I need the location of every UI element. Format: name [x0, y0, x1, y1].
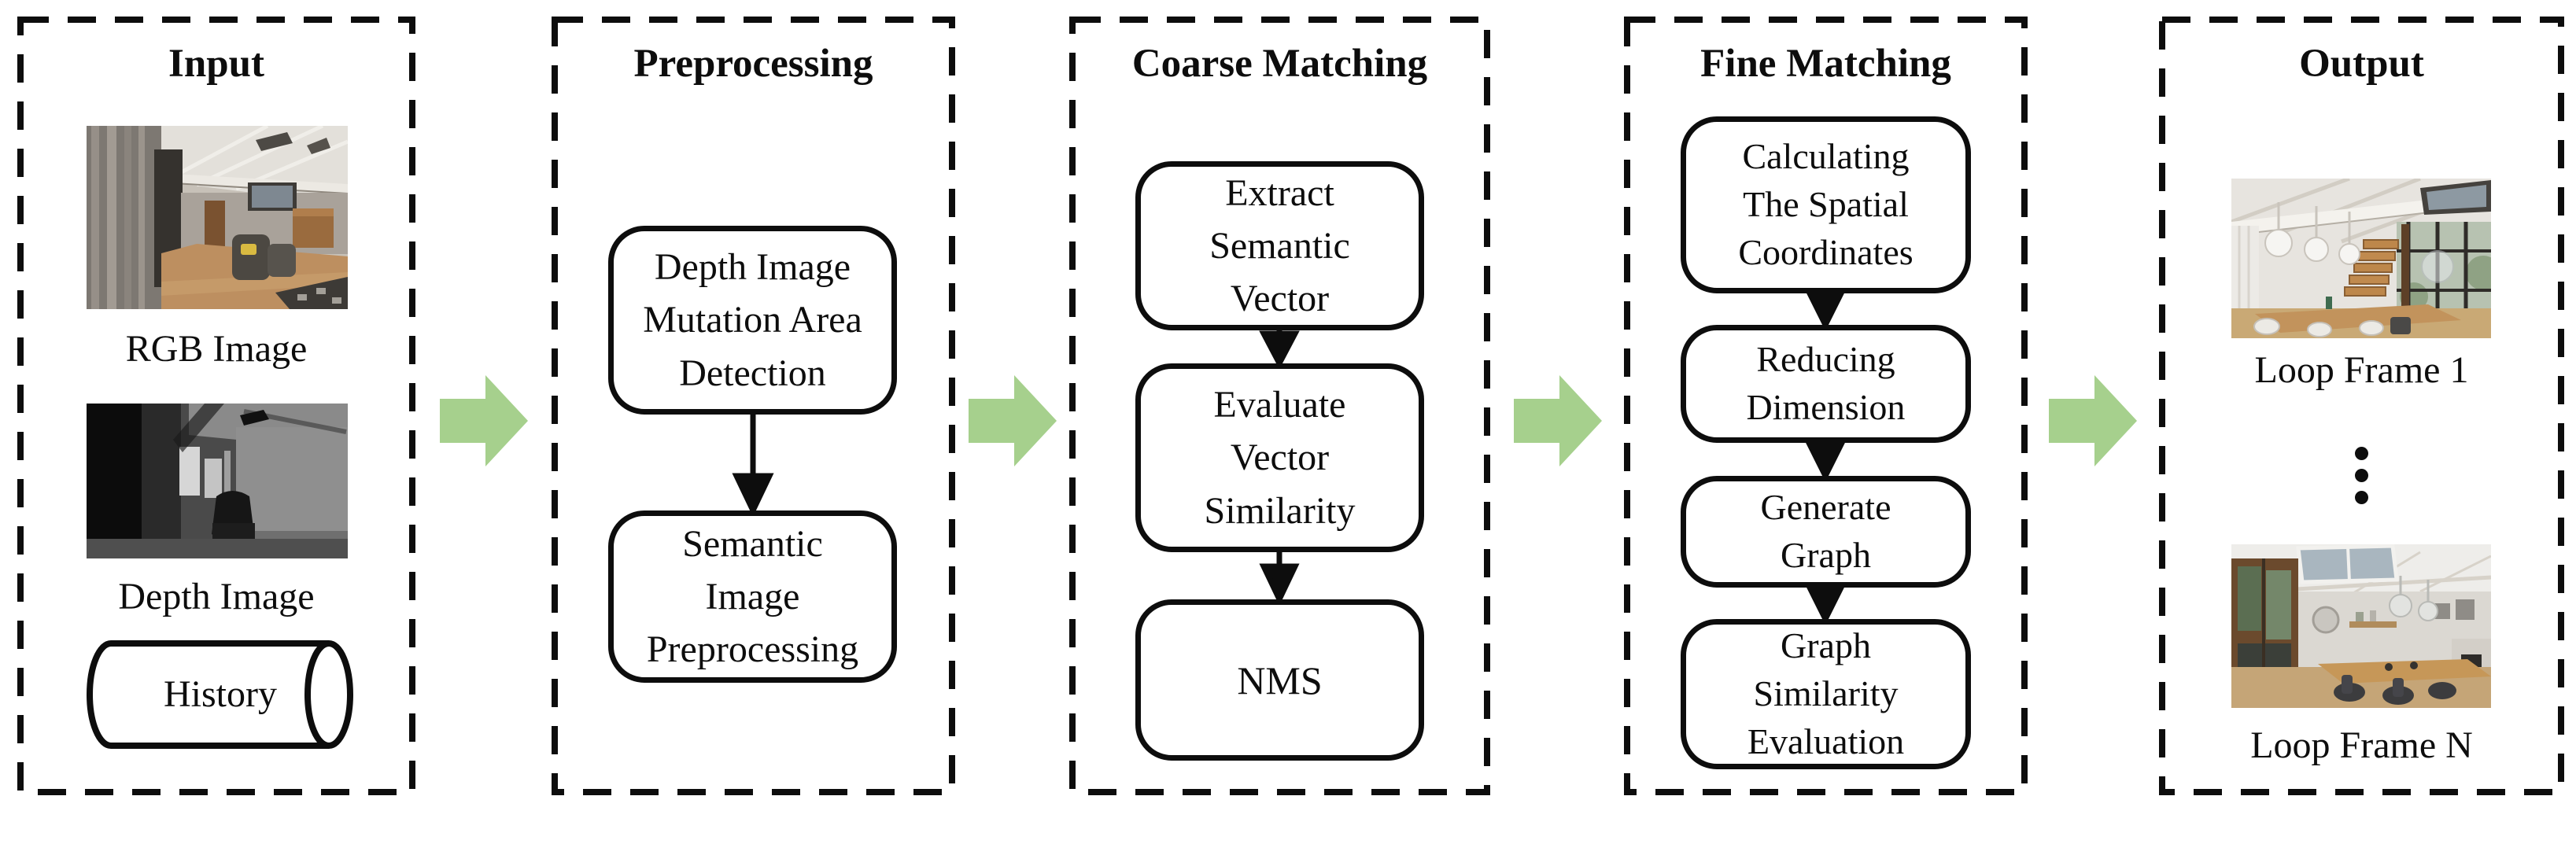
- history-cylinder-shape: [87, 640, 353, 749]
- stage-arrow-right-icon: [440, 375, 528, 466]
- flow-node-label: Generate Graph: [1760, 487, 1891, 575]
- flow-node-label: Calculating The Spatial Coordinates: [1738, 136, 1914, 272]
- vertical-ellipsis-icon: [2355, 447, 2368, 504]
- history-cylinder-label: History: [164, 673, 277, 715]
- flow-node-reducing-dimension: Reducing Dimension: [1681, 325, 1971, 443]
- flow-node-evaluate-vector-similarity: Evaluate Vector Similarity: [1135, 363, 1424, 552]
- coarse-matching-panel-border: [1069, 17, 1490, 795]
- down-arrowhead-icon: [1805, 584, 1846, 625]
- down-arrowhead-icon: [1259, 563, 1300, 606]
- flow-node-graph-similarity-evaluation: Graph Similarity Evaluation: [1681, 619, 1971, 769]
- flow-node-calculating-spatial-coordinates: Calculating The Spatial Coordinates: [1681, 116, 1971, 293]
- stage-title-coarse-matching: Coarse Matching: [1131, 42, 1428, 86]
- flow-node-label: Extract Semantic Vector: [1209, 171, 1350, 320]
- stage-arrows: [440, 375, 2137, 466]
- rgb-image-caption: RGB Image: [125, 328, 308, 370]
- stage-arrow-right-icon: [969, 375, 1057, 466]
- flow-node-nms: NMS: [1135, 599, 1424, 761]
- flow-node-label: Evaluate Vector Similarity: [1204, 384, 1356, 532]
- stage-arrow-right-icon: [2049, 375, 2137, 466]
- flow-node-semantic-image-preprocessing: Semantic Image Preprocessing: [608, 510, 897, 683]
- flow-node-generate-graph: Generate Graph: [1681, 476, 1971, 588]
- depth-image-thumbnail: [87, 404, 348, 558]
- output-panel-border: [2159, 17, 2564, 795]
- down-arrowhead-icon: [1259, 330, 1300, 370]
- flow-node-label: Graph Similarity Evaluation: [1747, 625, 1905, 761]
- down-arrowhead-icon: [1805, 441, 1846, 482]
- loop-frame-n-caption: Loop Frame N: [2250, 724, 2473, 766]
- ellipsis-dot: [2355, 447, 2368, 460]
- stage-title-output: Output: [2299, 42, 2424, 86]
- depth-image-caption: Depth Image: [118, 576, 315, 617]
- flow-node-label: Reducing Dimension: [1746, 339, 1906, 427]
- flow-node-label: Semantic Image Preprocessing: [646, 522, 859, 671]
- preprocessing-panel-border: [552, 17, 955, 795]
- down-arrowhead-icon: [1805, 290, 1846, 331]
- input-panel-border: [17, 17, 415, 795]
- stage-title-preprocessing: Preprocessing: [633, 42, 873, 86]
- flow-node-label: Depth Image Mutation Area Detection: [643, 246, 862, 394]
- stage-title-input: Input: [168, 42, 264, 86]
- fine-matching-panel-border: [1624, 17, 2028, 795]
- stage-title-fine-matching: Fine Matching: [1700, 42, 1951, 86]
- loop-frame-1-caption: Loop Frame 1: [2254, 349, 2469, 391]
- step-arrows: [732, 290, 1846, 625]
- flow-node-extract-semantic-vector: Extract Semantic Vector: [1135, 161, 1424, 330]
- flow-node-depth-mutation-detection: Depth Image Mutation Area Detection: [608, 226, 897, 415]
- loop-frame-1-thumbnail: [2231, 179, 2491, 338]
- loop-frame-n-thumbnail: [2231, 544, 2491, 708]
- ellipsis-dot: [2355, 469, 2368, 482]
- flow-node-label: NMS: [1237, 658, 1323, 702]
- rgb-image-thumbnail: [87, 126, 348, 309]
- down-arrowhead-icon: [732, 473, 774, 518]
- ellipsis-dot: [2355, 491, 2368, 504]
- stage-arrow-right-icon: [1514, 375, 1602, 466]
